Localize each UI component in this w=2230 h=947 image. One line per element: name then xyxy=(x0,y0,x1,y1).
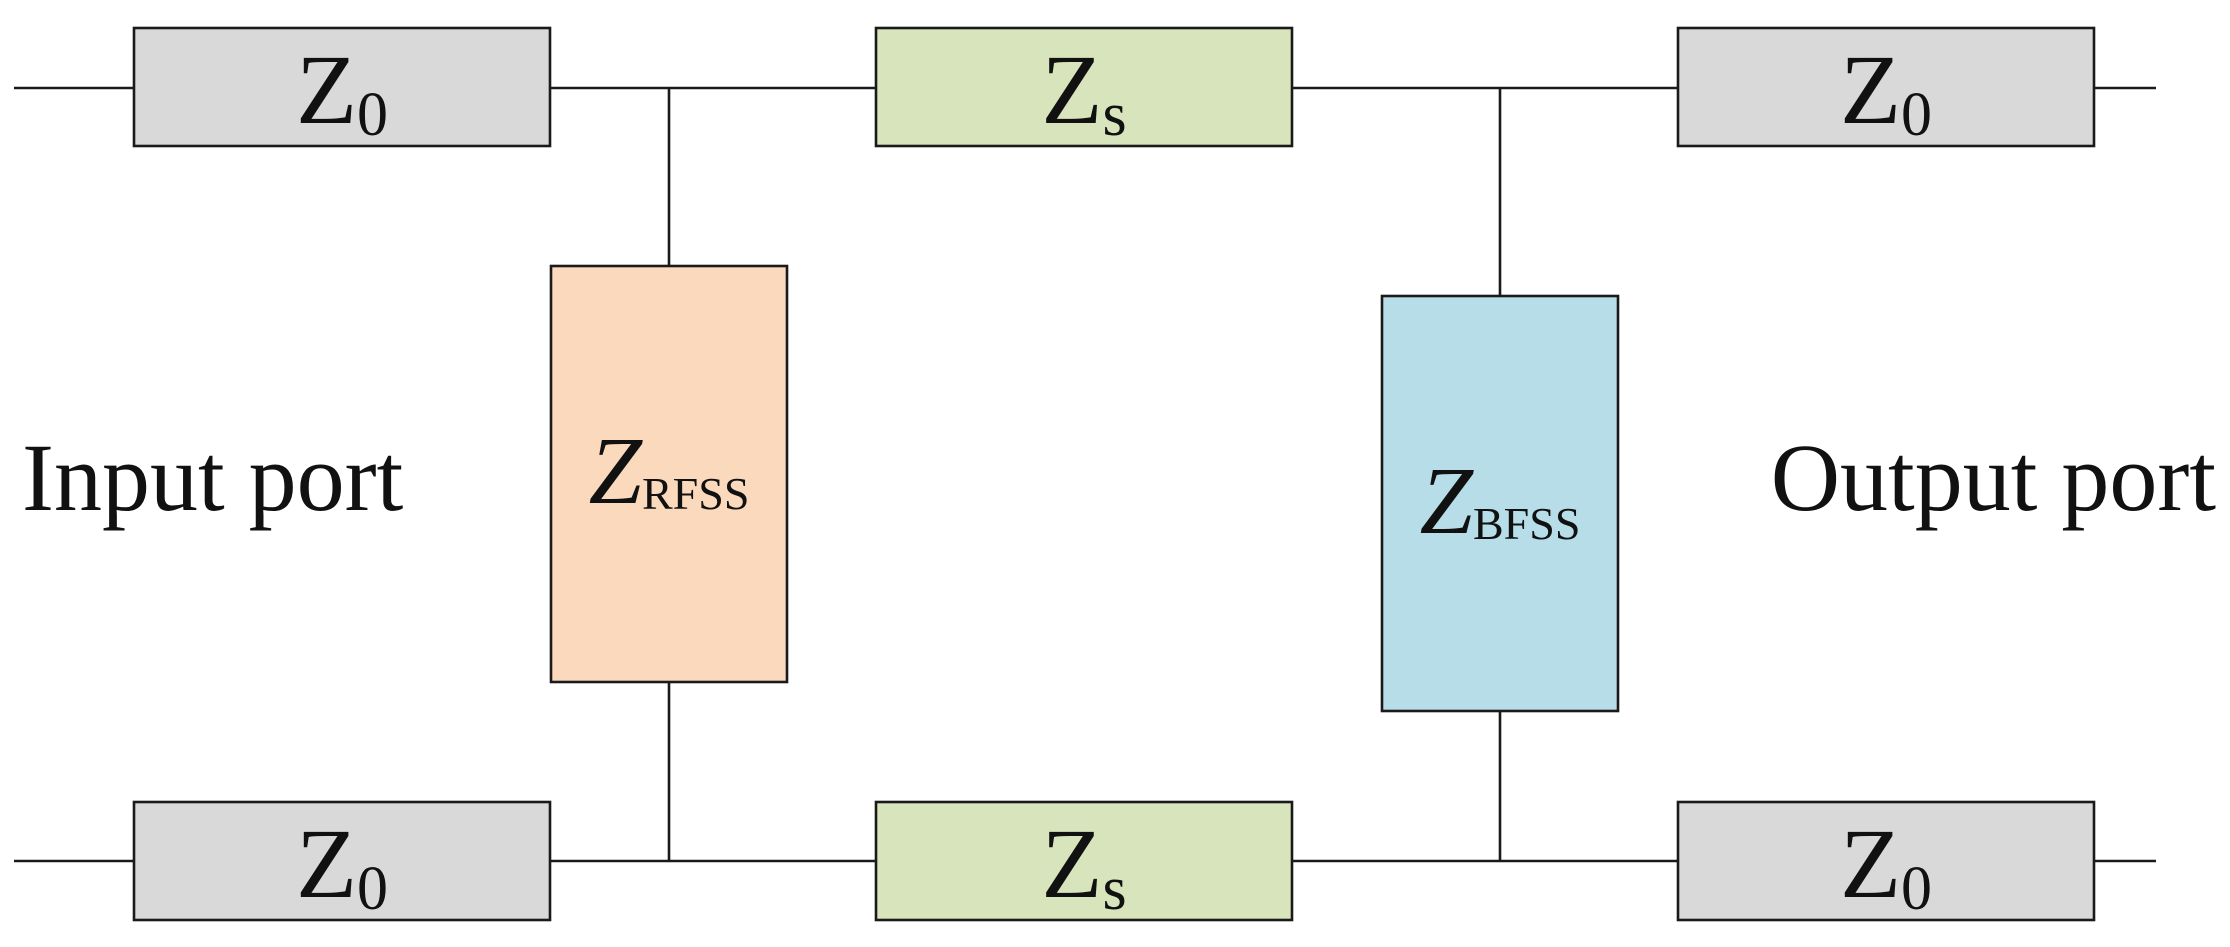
z0-top-left-box xyxy=(132,26,552,148)
rfss-block: ZRFSS xyxy=(549,264,789,684)
output-port-label: Output port xyxy=(1771,424,2217,531)
z0-top-left-block: Z0 xyxy=(132,26,552,149)
zs-bottom-label: Zs xyxy=(1041,808,1126,923)
z0-bottom-left-label: Z0 xyxy=(296,808,388,923)
z0-bottom-right-box xyxy=(1676,800,2096,922)
bfss-label: ZBFSS xyxy=(1420,447,1581,554)
z0-bottom-left-box xyxy=(132,800,552,922)
input-port-label: Input port xyxy=(22,424,404,531)
z0-bottom-right-block: Z0 xyxy=(1676,800,2096,923)
z0-bottom-left-block: Z0 xyxy=(132,800,552,923)
z0-top-left-label: Z0 xyxy=(296,34,388,149)
zs-top-label: Zs xyxy=(1041,34,1126,149)
rfss-label: ZRFSS xyxy=(589,417,750,524)
bfss-box xyxy=(1380,294,1620,713)
z0-top-right-box xyxy=(1676,26,2096,148)
bfss-block: ZBFSS xyxy=(1380,294,1620,713)
zs-bottom-block: Zs xyxy=(874,800,1294,923)
zs-top-block: Zs xyxy=(874,26,1294,149)
z0-bottom-right-label: Z0 xyxy=(1840,808,1932,923)
zs-top-box xyxy=(874,26,1294,148)
rfss-box xyxy=(549,264,789,684)
z0-top-right-label: Z0 xyxy=(1840,34,1932,149)
wires xyxy=(14,86,2156,863)
zs-bottom-box xyxy=(874,800,1294,922)
z0-top-right-block: Z0 xyxy=(1676,26,2096,149)
